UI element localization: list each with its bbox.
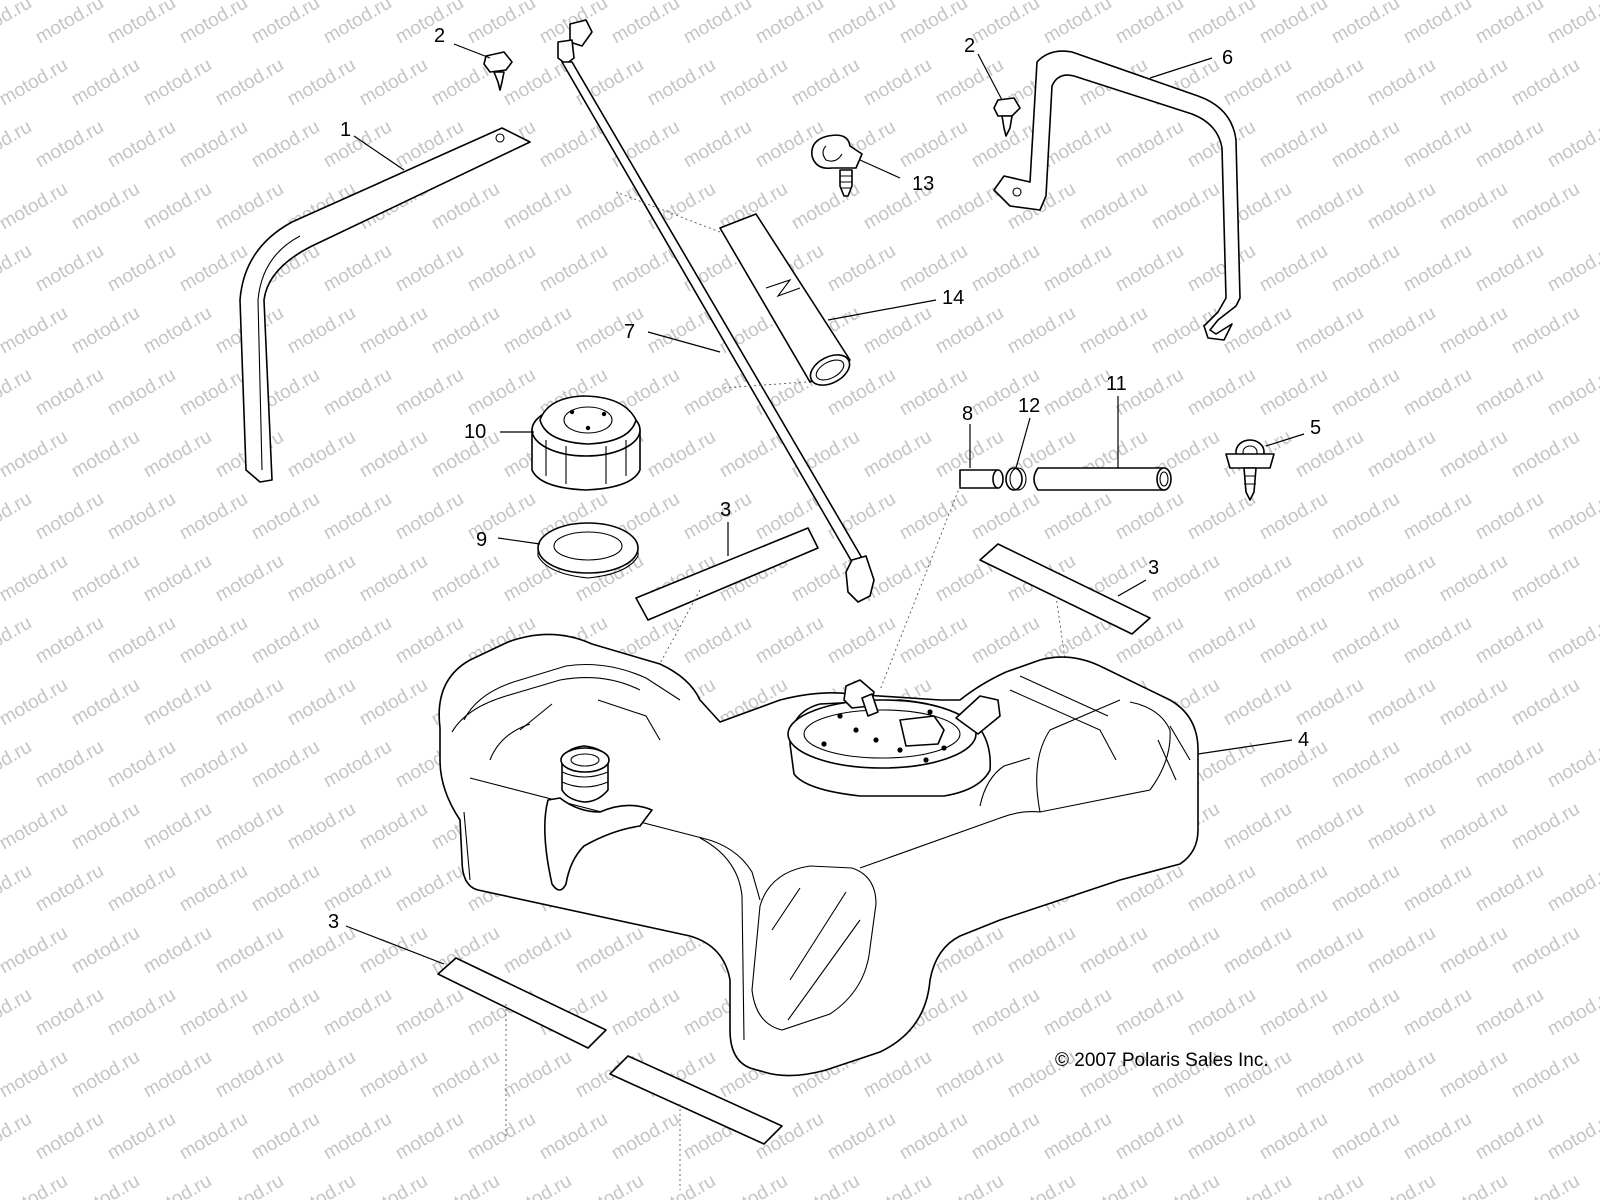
- part-5-tree-clip: [1225, 439, 1275, 501]
- callout-labels: 2 1 2 6 13 14 7 10 9 3 3 3 4 5 8 12 11: [328, 25, 1321, 933]
- part-14-hose-sleeve: [615, 191, 851, 389]
- part-8-short-hose: [879, 469, 1004, 691]
- callout-5: 5: [1310, 417, 1321, 439]
- part-3-pad-lower-right: [609, 1055, 783, 1190]
- part-6-right-strap: [993, 50, 1241, 341]
- part-3-pad-lower-left: [437, 957, 607, 1136]
- callout-14: 14: [942, 287, 964, 309]
- callout-3: 3: [328, 911, 339, 933]
- part-2-rivet-right: [993, 97, 1021, 137]
- leader-lines: [345, 43, 1305, 965]
- callout-4: 4: [1298, 729, 1309, 751]
- part-4-fuel-tank: [438, 633, 1199, 1077]
- part-3-pad-upper: [635, 527, 819, 701]
- part-9-gasket: [537, 522, 639, 579]
- callout-9: 9: [476, 529, 487, 551]
- part-2-rivet-left: [483, 51, 513, 91]
- callout-7: 7: [624, 321, 635, 343]
- callout-1: 1: [340, 119, 351, 141]
- part-1-left-strap: [239, 127, 531, 483]
- part-12-hose-clamp: [1005, 467, 1027, 491]
- callout-10: 10: [464, 421, 486, 443]
- copyright-notice: © 2007 Polaris Sales Inc.: [1055, 1050, 1269, 1071]
- callout-3: 3: [1148, 557, 1159, 579]
- callout-3: 3: [720, 499, 731, 521]
- callout-11: 11: [1106, 373, 1127, 395]
- callout-8: 8: [962, 403, 973, 425]
- part-7-vent-line: [557, 19, 875, 603]
- part-3-pad-right: [979, 543, 1151, 709]
- part-13-clamp: [811, 134, 863, 197]
- callout-6: 6: [1222, 47, 1233, 69]
- callout-2: 2: [964, 35, 975, 57]
- callout-13: 13: [912, 173, 934, 195]
- part-11-fuel-hose: [1033, 467, 1172, 491]
- part-10-fuel-cap: [531, 395, 641, 491]
- callout-12: 12: [1018, 395, 1040, 417]
- callout-2: 2: [434, 25, 445, 47]
